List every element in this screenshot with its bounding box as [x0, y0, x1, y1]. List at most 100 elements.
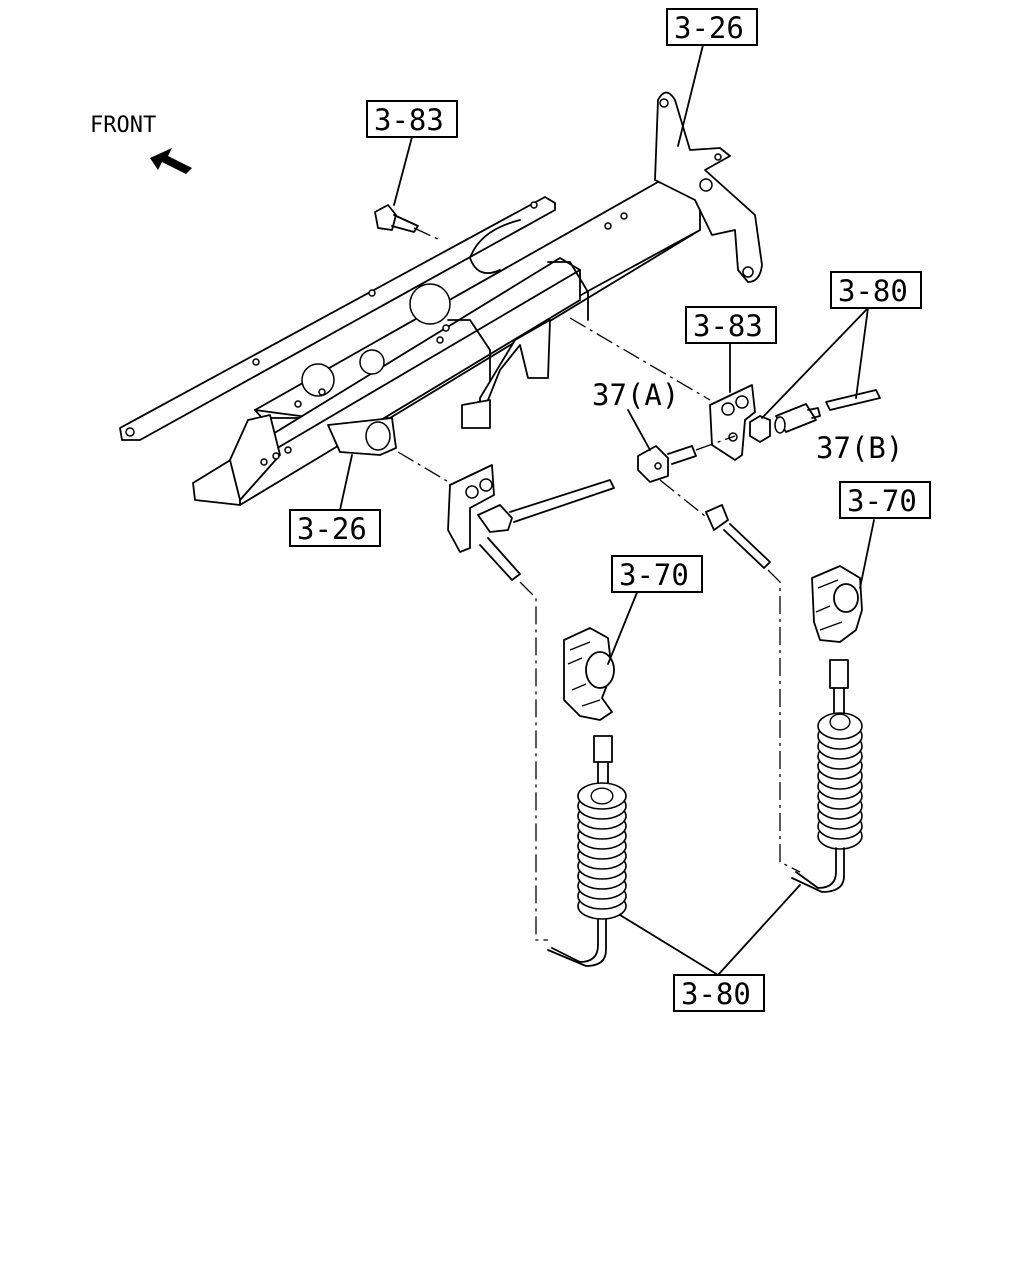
leader	[607, 589, 639, 665]
valve-knob	[585, 651, 615, 689]
rail-slot	[469, 219, 521, 274]
callout-3-70-right[interactable]: 3-70	[839, 481, 931, 519]
connector-fitting-right	[705, 504, 771, 569]
rail-hole	[620, 212, 628, 220]
hose-line	[509, 479, 615, 523]
callout-box	[666, 8, 758, 46]
callout-box	[611, 555, 703, 593]
coil-hose-right	[791, 659, 863, 893]
callout-text: 3-26	[674, 11, 744, 45]
fitting-centerline	[695, 435, 736, 451]
coil-tail	[551, 919, 599, 963]
route-line	[397, 451, 453, 485]
bracket-plate	[709, 384, 756, 461]
lower-rail	[192, 257, 581, 506]
rail-hole	[436, 336, 444, 344]
valve-detail	[815, 579, 843, 631]
callout-text: 3-26	[297, 512, 367, 546]
rail-hole	[252, 358, 260, 366]
connector-stub	[807, 407, 821, 419]
arrow-up-left-icon	[150, 148, 192, 174]
callout-3-80-right[interactable]: 3-80	[830, 271, 922, 309]
connector-end	[774, 416, 786, 434]
rail-hole	[368, 289, 376, 297]
front-indicator: FRONT	[90, 113, 192, 174]
callout-text: 37(B)	[816, 431, 903, 465]
coil-tail	[547, 919, 607, 967]
rail-hole	[442, 324, 450, 332]
route-line	[569, 317, 711, 401]
rail-hole	[260, 458, 268, 466]
leader-lines	[339, 44, 875, 976]
fitting-centerline	[659, 479, 711, 521]
route-line	[519, 581, 548, 941]
bolt-head	[374, 204, 397, 231]
coil-fitting	[829, 659, 849, 689]
callout-3-70-mid[interactable]: 3-70	[611, 555, 703, 593]
leader	[619, 914, 719, 976]
route-line	[767, 569, 801, 873]
bolt-top	[374, 204, 441, 241]
leader	[717, 884, 801, 976]
leader	[859, 519, 875, 589]
leader	[627, 409, 651, 451]
valve-knob	[833, 583, 859, 613]
rail-hole	[604, 222, 612, 230]
front-label: FRONT	[90, 113, 156, 138]
callout-3-26-top[interactable]: 3-26	[666, 8, 758, 46]
rail-hole	[465, 485, 479, 499]
hose-coupler	[477, 504, 513, 533]
leader	[677, 44, 704, 147]
coil-opening	[829, 713, 851, 731]
rail-hole	[721, 402, 735, 416]
callout-box	[685, 306, 777, 344]
valve-detail	[567, 641, 601, 707]
left-bracket	[229, 414, 281, 501]
valve-bracket-left	[447, 464, 615, 581]
coil-fitting	[593, 735, 613, 763]
callout-37a[interactable]: 37(A)	[592, 378, 679, 412]
callout-3-83-mid[interactable]: 3-83	[685, 306, 777, 344]
rail-hole	[272, 452, 280, 460]
callout-text: 3-83	[374, 103, 444, 137]
leader	[339, 454, 353, 511]
callout-box	[366, 100, 458, 138]
callout-text: 3-70	[847, 484, 917, 518]
coil-tail	[791, 847, 845, 893]
bolt-centerline	[413, 227, 441, 241]
rail-hole	[409, 283, 451, 325]
fitting-body	[705, 504, 729, 531]
callout-3-26-left[interactable]: 3-26	[289, 509, 381, 547]
leader	[855, 307, 869, 399]
callout-37b[interactable]: 37(B)	[816, 431, 903, 465]
fitting-37b	[749, 389, 881, 443]
callout-text: 3-83	[693, 309, 763, 343]
u-bolt	[447, 319, 491, 396]
callout-text: 3-80	[838, 274, 908, 308]
u-bolt	[547, 261, 589, 321]
upper-rail	[119, 196, 556, 441]
callout-3-80-bottom[interactable]: 3-80	[673, 974, 765, 1012]
bracket-plate	[447, 464, 495, 553]
rail-hole	[735, 395, 749, 409]
rail-hole	[359, 349, 385, 375]
leader	[393, 136, 413, 206]
frame-assembly	[119, 91, 763, 506]
hose-line	[479, 537, 521, 581]
callout-3-83-top[interactable]: 3-83	[366, 100, 458, 138]
rail-hole	[284, 446, 292, 454]
fitting-line	[723, 523, 771, 569]
rail-hole	[530, 201, 538, 209]
rail-hole	[318, 388, 326, 396]
hand-valve-right	[811, 565, 863, 643]
coil-hose-left	[547, 735, 627, 967]
callout-box	[289, 509, 381, 547]
callout-text: 3-80	[681, 977, 751, 1011]
rail-hole	[714, 153, 722, 161]
fitting-37a	[637, 435, 736, 521]
tube-stub	[825, 389, 881, 411]
coil-opening	[590, 787, 614, 805]
leader	[761, 307, 869, 419]
rail-hole	[479, 478, 493, 492]
